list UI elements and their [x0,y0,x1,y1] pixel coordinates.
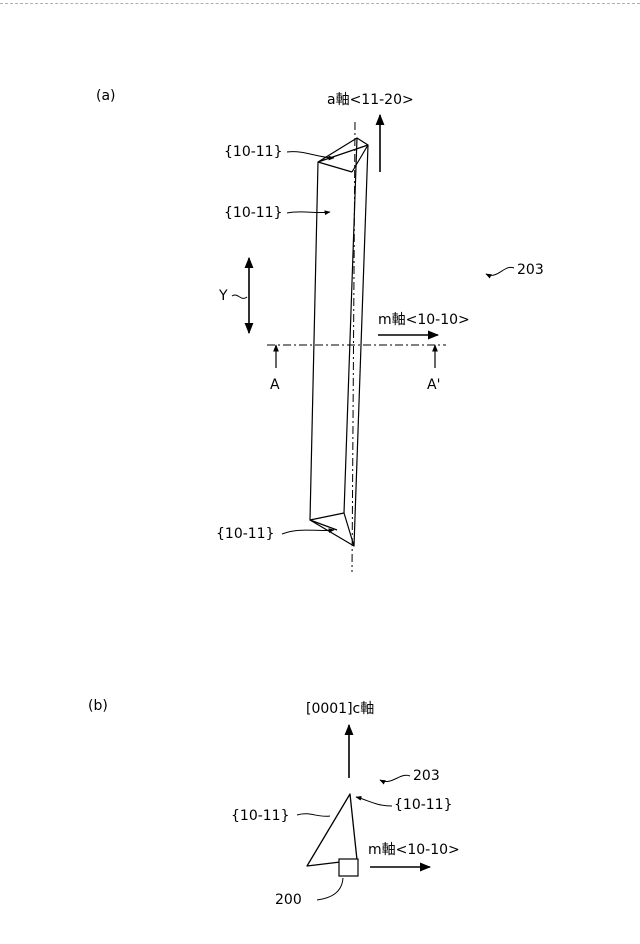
leader-face-right-b [356,797,392,806]
panel-b-label: (b) [88,698,108,714]
prism-facet-top [318,162,352,172]
ref-203-b: 203 [413,768,440,784]
leader-203-a [486,267,514,275]
panel-a-label: (a) [96,88,116,104]
face-bottom-label: {10-11} [216,526,275,542]
center-axis-line [352,122,355,572]
m-axis-label-b: m軸<10-10> [368,842,460,858]
triangle-cross-section [307,794,357,866]
ref-200: 200 [275,892,302,908]
leader-203-b [380,775,410,781]
leader-face-side [287,212,330,213]
face-side-label: {10-11} [224,205,283,221]
m-axis-label-a: m軸<10-10> [378,312,470,328]
y-label: Y [219,288,228,304]
leader-face-left-b [297,814,330,817]
prism-edge-back [344,138,357,513]
leader-face-top [287,152,334,158]
section-a-label: A [270,377,280,393]
prism-edge-left [310,162,318,520]
face-top-label: {10-11} [224,144,283,160]
prism-bottom-cap [310,513,354,546]
leader-200 [317,878,343,900]
ref-203-a: 203 [517,262,544,278]
face-left-label-b: {10-11} [231,808,290,824]
c-axis-label: [0001]c軸 [306,701,374,717]
leader-face-bottom [282,530,334,534]
section-a-prime-label: A' [427,377,440,393]
face-right-label-b: {10-11} [394,797,453,813]
a-axis-label: a軸<11-20> [327,92,414,108]
substrate-square [339,859,358,876]
prism-crystal [310,138,368,546]
y-leader [232,295,247,298]
